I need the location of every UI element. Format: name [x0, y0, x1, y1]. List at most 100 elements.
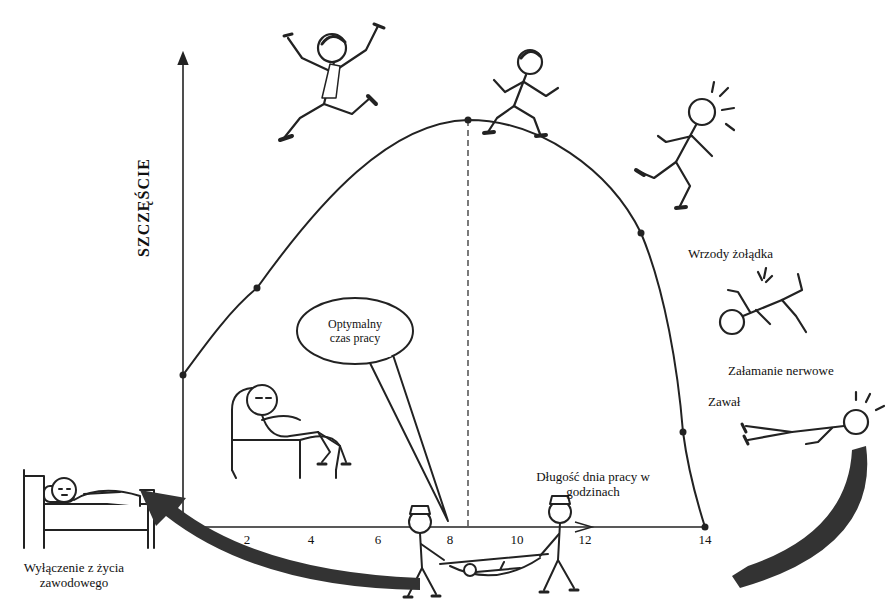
- cycle-arrow: [732, 446, 867, 588]
- lying-person: [856, 392, 884, 410]
- armchair-person: [256, 397, 271, 399]
- stretcher-bearers: [540, 590, 578, 592]
- happiness-curve: [702, 524, 709, 531]
- tick-label: 4: [299, 532, 323, 547]
- cycle-arrow: [140, 446, 867, 590]
- running-person: [524, 82, 558, 96]
- jumping-person: [333, 26, 378, 72]
- lying-person: [742, 392, 884, 444]
- optimum-line: [468, 120, 469, 527]
- collapsing-person: [782, 274, 802, 300]
- happiness-curve: [254, 285, 261, 292]
- jumping-person: [284, 34, 292, 36]
- bed-patient: [44, 529, 148, 531]
- running-person: [488, 106, 514, 132]
- running-person: [494, 80, 523, 92]
- lying-person: [748, 432, 792, 440]
- tick-label: 10: [505, 532, 529, 547]
- running-person: [521, 51, 540, 58]
- running-person: [514, 106, 540, 134]
- stressed-person: [720, 88, 728, 96]
- bed-patient: [74, 491, 140, 506]
- stretcher-bearers: [450, 558, 540, 575]
- happiness-curve: [680, 429, 687, 436]
- running-person: [484, 132, 494, 133]
- stretcher-bearers: [476, 562, 520, 572]
- stretcher-bearers: [558, 523, 560, 560]
- stressed-person: [676, 162, 690, 206]
- lying-person: [792, 426, 844, 432]
- illness-label: Załamanie nerwowe: [728, 363, 888, 378]
- jumping-person: [318, 34, 346, 62]
- running-person: [518, 50, 542, 74]
- speech-bubble: Optymalny czas pracy: [295, 296, 415, 366]
- stretcher-bearers: [544, 560, 574, 590]
- happiness-curve: [180, 372, 187, 379]
- happiness-curve: [638, 230, 645, 237]
- lying-person: [844, 410, 868, 434]
- axis-title: SZCZĘŚCIE: [136, 138, 151, 278]
- lying-person: [746, 426, 792, 432]
- bed-patient: [52, 478, 76, 502]
- outcome-label: Wyłączenie z życia zawodowego: [4, 560, 144, 590]
- bed-patient: [24, 476, 44, 548]
- stretcher-bearers: [410, 506, 430, 514]
- axis: [575, 522, 592, 532]
- armchair-person: [262, 416, 300, 420]
- running-person: [514, 75, 526, 106]
- armchair-person: [262, 415, 318, 437]
- collapsing-person: [728, 290, 750, 312]
- tick-label: 2: [235, 532, 259, 547]
- jumping-person: [322, 36, 345, 44]
- axis: [183, 58, 705, 532]
- illness-label: Wrzody żołądka: [688, 246, 838, 261]
- bed-patient: [44, 504, 148, 548]
- armchair-person: [232, 385, 350, 478]
- jumping-person: [280, 136, 292, 140]
- cycle-arrow: [140, 490, 420, 590]
- collapsing-person: [758, 268, 772, 282]
- bubble-outline: [297, 298, 413, 364]
- illness-label: Zawał: [708, 394, 768, 409]
- bed-patient: [84, 492, 120, 494]
- running-person: [536, 135, 546, 136]
- tick-label: 14: [693, 532, 717, 547]
- stretcher-bearers: [540, 534, 559, 556]
- collapsing-person: [720, 268, 806, 334]
- armchair-person: [232, 440, 300, 470]
- armchair-person: [318, 432, 346, 462]
- optimum-line: [467, 120, 468, 527]
- stressed-person: [658, 136, 692, 142]
- armchair-person: [247, 385, 277, 415]
- stretcher-bearers: [421, 544, 444, 560]
- collapsing-person: [782, 300, 806, 332]
- axis-title: Długość dnia pracy w godzinach: [530, 469, 656, 499]
- bed-patient: [24, 470, 154, 548]
- stressed-person: [636, 170, 644, 175]
- bubble-text: Optymalny czas pracy: [317, 317, 393, 345]
- jumping-person: [280, 24, 384, 140]
- armchair-person: [318, 463, 350, 466]
- bed-patient: [59, 489, 70, 495]
- happiness-curve: [465, 117, 472, 124]
- bubble-tail: [369, 355, 448, 521]
- jumping-person: [368, 96, 376, 104]
- node-body: Optymalny czas pracy: [295, 296, 415, 366]
- stressed-person: [689, 99, 715, 125]
- jumping-person: [374, 24, 384, 28]
- running-person: [484, 50, 558, 136]
- lying-person: [806, 428, 832, 444]
- armchair-person: [232, 470, 336, 478]
- jumping-person: [324, 98, 370, 114]
- stretcher-bearers: [420, 533, 422, 568]
- stressed-person: [676, 207, 686, 208]
- lying-person: [742, 424, 748, 444]
- stretcher-bearers: [404, 596, 440, 597]
- jumping-person: [284, 104, 324, 138]
- axis: [183, 526, 705, 528]
- stretcher-bearers: [404, 496, 578, 597]
- happiness-curve: [183, 120, 705, 527]
- stressed-person: [636, 82, 734, 208]
- collapsing-person: [756, 310, 770, 324]
